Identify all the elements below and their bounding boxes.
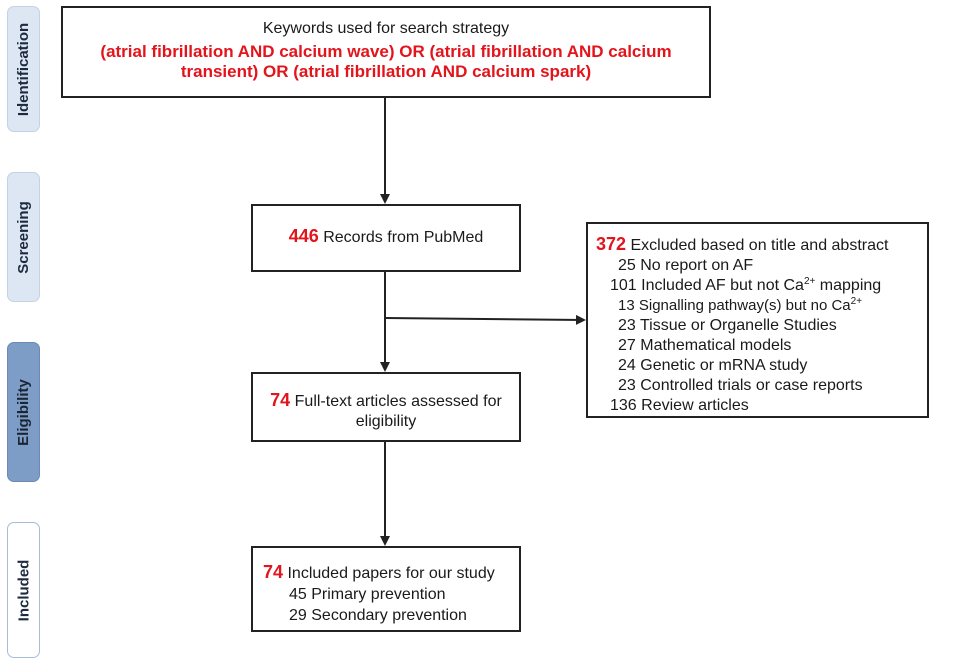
excluded-item: 136 Review articles (610, 397, 749, 414)
records-label: Records from PubMed (323, 229, 484, 246)
excluded-item: 101 Included AF but not Ca2+ mapping (610, 276, 882, 295)
excluded-item: 23 Controlled trials or case reports (618, 377, 863, 394)
search-title: Keywords used for search strategy (262, 20, 510, 37)
stage-screening: Screening (7, 172, 40, 302)
search-strategy-box: Keywords used for search strategy (atria… (61, 6, 711, 98)
included-count: 74 (263, 562, 284, 582)
records-box: 446 Records from PubMed (251, 204, 521, 272)
stage-included: Included (7, 522, 40, 658)
arrow-to-excluded (384, 314, 586, 325)
excluded-item: 27 Mathematical models (618, 337, 792, 354)
excluded-item: 23 Tissue or Organelle Studies (618, 317, 837, 334)
excluded-box: 372 Excluded based on title and abstract… (586, 222, 929, 418)
excluded-item: 25 No report on AF (618, 257, 754, 274)
excluded-item: 13 Signalling pathway(s) but no Ca2+ (618, 296, 863, 315)
fulltext-count: 74 (270, 390, 291, 410)
included-box: 74 Included papers for our study 45 Prim… (251, 546, 521, 632)
stage-identification: Identification (7, 6, 40, 132)
included-label: Included papers for our study (287, 565, 495, 582)
included-item: 45 Primary prevention (289, 586, 446, 603)
included-item: 29 Secondary prevention (289, 607, 467, 624)
search-query-line1: (atrial fibrillation AND calcium wave) O… (100, 42, 672, 61)
excluded-item: 24 Genetic or mRNA study (618, 357, 808, 374)
records-count: 446 (288, 226, 319, 246)
fulltext-label-line2: eligibility (355, 413, 417, 430)
excluded-label: Excluded based on title and abstract (630, 237, 889, 254)
stage-eligibility: Eligibility (7, 342, 40, 482)
fulltext-box: 74 Full-text articles assessed for eligi… (251, 372, 521, 442)
search-query-line2: transient) OR (atrial fibrillation AND c… (180, 62, 592, 81)
fulltext-label-line1: Full-text articles assessed for (294, 393, 502, 410)
excluded-count: 372 (596, 234, 627, 254)
